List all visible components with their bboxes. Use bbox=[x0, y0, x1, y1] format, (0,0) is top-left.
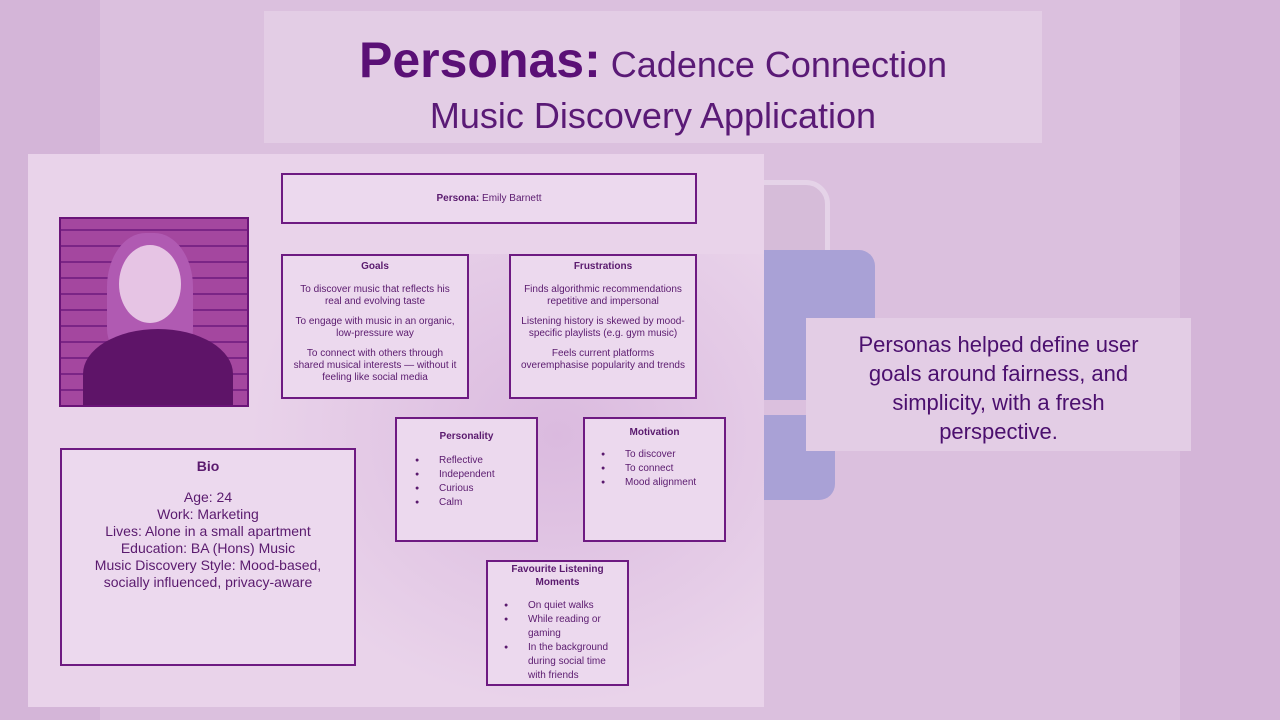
persona-name-line: Persona: Emily Barnett bbox=[283, 193, 695, 204]
list-item: While reading or gaming bbox=[504, 613, 621, 641]
goal-item: To connect with others through shared mu… bbox=[293, 348, 457, 383]
goal-item: To engage with music in an organic, low-… bbox=[295, 316, 455, 339]
list-item: To connect bbox=[601, 462, 724, 476]
frustration-item: Finds algorithmic recommendations repeti… bbox=[524, 284, 682, 307]
persona-slide: Persona: Emily Barnett Goals To discover… bbox=[28, 154, 764, 707]
list-item: To discover bbox=[601, 448, 724, 462]
summary-note: Personas helped define user goals around… bbox=[806, 318, 1191, 451]
title-rest: Cadence Connection bbox=[610, 44, 948, 85]
frustrations-card: Frustrations Finds algorithmic recommend… bbox=[509, 254, 697, 399]
persona-face bbox=[119, 245, 181, 323]
bio-title: Bio bbox=[196, 458, 220, 474]
goals-card: Goals To discover music that reflects hi… bbox=[281, 254, 469, 399]
persona-body bbox=[83, 329, 233, 405]
personality-title: Personality bbox=[439, 431, 494, 442]
list-item: Calm bbox=[415, 496, 536, 510]
title-line-1: Personas: Cadence Connection bbox=[264, 31, 1042, 89]
list-item: On quiet walks bbox=[504, 599, 621, 613]
personality-list: Reflective Independent Curious Calm bbox=[415, 454, 536, 510]
frustration-item: Listening history is skewed by mood-spec… bbox=[521, 316, 685, 339]
bio-line: Lives: Alone in a small apartment bbox=[105, 523, 311, 539]
list-item: Mood alignment bbox=[601, 476, 724, 490]
list-item: Independent bbox=[415, 468, 536, 482]
list-item: Reflective bbox=[415, 454, 536, 468]
persona-photo bbox=[59, 217, 249, 407]
title-bold: Personas: bbox=[358, 32, 601, 88]
persona-name-card: Persona: Emily Barnett bbox=[281, 173, 697, 224]
persona-name: Emily Barnett bbox=[482, 193, 542, 204]
list-item: In the background during social time wit… bbox=[504, 641, 621, 683]
bio-line: Work: Marketing bbox=[157, 506, 259, 522]
motivation-list: To discover To connect Mood alignment bbox=[601, 448, 724, 490]
list-item: Curious bbox=[415, 482, 536, 496]
bio-line: Music Discovery Style: Mood-based, socia… bbox=[94, 557, 322, 590]
goal-item: To discover music that reflects his real… bbox=[300, 284, 450, 307]
bio-line: Education: BA (Hons) Music bbox=[120, 540, 296, 556]
personality-card: Personality Reflective Independent Curio… bbox=[395, 417, 538, 542]
persona-label: Persona: bbox=[436, 193, 480, 204]
title-line-2: Music Discovery Application bbox=[429, 95, 877, 136]
favourite-moments-card: Favourite Listening Moments On quiet wal… bbox=[486, 560, 629, 686]
bio-card: Bio Age: 24 Work: Marketing Lives: Alone… bbox=[60, 448, 356, 666]
goals-title: Goals bbox=[361, 261, 389, 272]
frustration-item: Feels current platforms overemphasise po… bbox=[521, 348, 685, 371]
motivation-card: Motivation To discover To connect Mood a… bbox=[583, 417, 726, 542]
bio-line: Age: 24 bbox=[183, 489, 233, 505]
favourite-list: On quiet walks While reading or gaming I… bbox=[504, 599, 621, 683]
frustrations-title: Frustrations bbox=[573, 261, 633, 272]
favourite-title: Favourite Listening Moments bbox=[511, 564, 604, 588]
title-box: Personas: Cadence Connection Music Disco… bbox=[264, 11, 1042, 143]
motivation-title: Motivation bbox=[629, 427, 680, 438]
